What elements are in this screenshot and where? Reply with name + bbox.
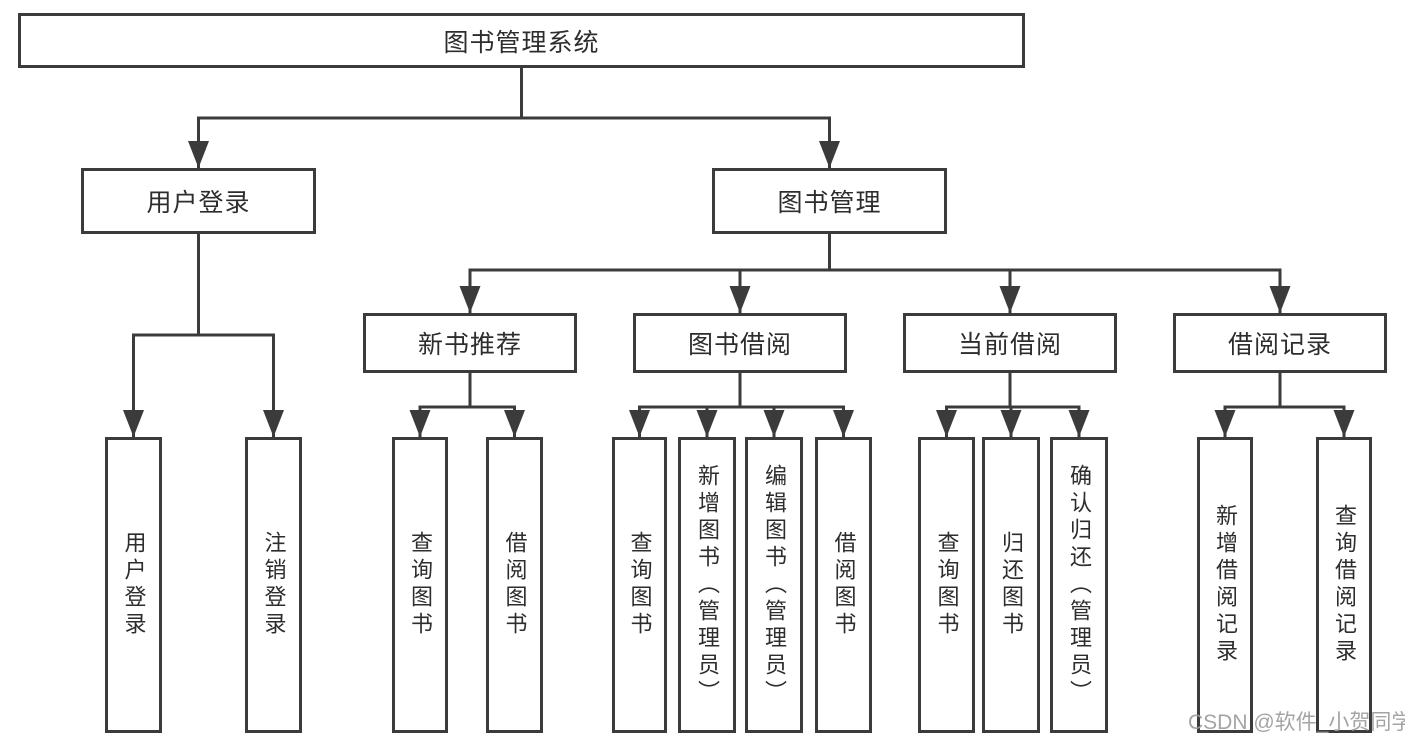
node-user-login: 用户登录	[81, 168, 316, 234]
node-borrow-records: 借阅记录	[1173, 313, 1387, 373]
node-root-system: 图书管理系统	[18, 13, 1025, 68]
leaf-current-return-books: 归还图书	[982, 437, 1040, 733]
leaf-records-query-borrow-record: 查询借阅记录	[1316, 437, 1372, 733]
node-book-borrow: 图书借阅	[633, 313, 847, 373]
leaf-logout-login: 注销登录	[245, 437, 302, 733]
leaf-current-confirm-return-admin: 确认归还（管理员）	[1050, 437, 1108, 733]
leaf-records-add-borrow-record: 新增借阅记录	[1197, 437, 1253, 733]
node-book-management: 图书管理	[712, 168, 947, 234]
leaf-newbook-query-books: 查询图书	[392, 437, 448, 733]
leaf-borrow-add-books-admin: 新增图书（管理员）	[678, 437, 736, 733]
csdn-watermark: CSDN @软件_小贺同学	[1188, 711, 1405, 734]
node-current-borrow: 当前借阅	[903, 313, 1117, 373]
leaf-newbook-borrow-books: 借阅图书	[486, 437, 543, 733]
node-new-book-recommend: 新书推荐	[363, 313, 577, 373]
leaf-borrow-query-books: 查询图书	[612, 437, 667, 733]
leaf-borrow-borrow-books: 借阅图书	[815, 437, 872, 733]
leaf-current-query-books: 查询图书	[918, 437, 975, 733]
leaf-borrow-edit-books-admin: 编辑图书（管理员）	[745, 437, 803, 733]
leaf-user-login: 用户登录	[105, 437, 162, 733]
